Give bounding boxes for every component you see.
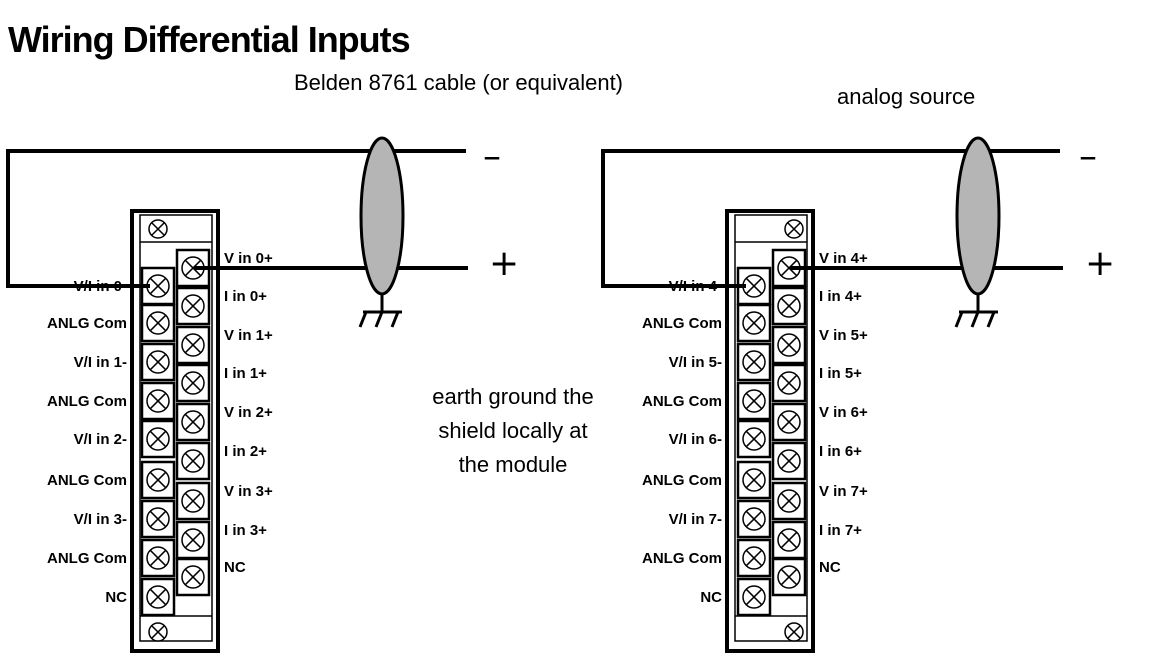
terminal-label: ANLG Com	[642, 393, 722, 410]
terminal-label: V/I in 5-	[669, 354, 722, 371]
terminal-screw	[736, 419, 772, 459]
cable-shield-left	[359, 136, 405, 296]
terminal-screw	[175, 402, 211, 442]
terminal-screw	[140, 342, 176, 382]
terminal-label: NC	[105, 589, 127, 606]
terminal-screw	[140, 460, 176, 500]
cable-shield-right	[955, 136, 1001, 296]
terminal-screw	[175, 441, 211, 481]
terminal-screw	[140, 381, 176, 421]
ground-note-line-2: shield locally at	[438, 418, 588, 443]
terminal-label: V/I in 2-	[74, 431, 127, 448]
terminal-label: V in 7+	[819, 483, 868, 500]
minus-sign: –	[1079, 136, 1097, 177]
cable-label: Belden 8761 cable (or equivalent)	[294, 70, 624, 95]
terminal-label: I in 0+	[224, 288, 267, 305]
terminal-label: ANLG Com	[642, 472, 722, 489]
terminal-label: V/I in 7-	[669, 511, 722, 528]
terminal-label: I in 2+	[224, 443, 267, 460]
terminal-label: NC	[819, 559, 841, 576]
terminal-screw	[140, 499, 176, 539]
terminal-label: NC	[224, 559, 246, 576]
terminal-screw	[736, 342, 772, 382]
terminal-screw	[771, 441, 807, 481]
terminal-label: ANLG Com	[47, 393, 127, 410]
terminal-label: V in 2+	[224, 404, 273, 421]
ground-note-line-3: the module	[458, 452, 568, 477]
terminal-screw	[771, 286, 807, 326]
terminal-label: ANLG Com	[47, 550, 127, 567]
minus-sign: –	[483, 136, 501, 177]
terminal-screw	[771, 363, 807, 403]
terminal-label: I in 5+	[819, 365, 862, 382]
terminal-screw	[175, 481, 211, 521]
terminal-label: I in 4+	[819, 288, 862, 305]
terminal-screw	[140, 538, 176, 578]
terminal-screw	[736, 577, 772, 617]
terminal-label: V in 6+	[819, 404, 868, 421]
terminal-screw	[736, 538, 772, 578]
terminal-screw	[175, 286, 211, 326]
terminal-screw	[140, 303, 176, 343]
plus-sign: +	[1085, 243, 1115, 284]
cable-wires-right	[601, 149, 1063, 288]
terminal-screw	[175, 325, 211, 365]
terminal-screw	[771, 481, 807, 521]
terminal-label: V/I in 0-	[74, 278, 127, 295]
terminal-label: V/I in 1-	[74, 354, 127, 371]
terminal-label: V/I in 4-	[669, 278, 722, 295]
ground-note-line-1: earth ground the	[432, 384, 594, 409]
terminal-screw-top	[784, 219, 804, 239]
terminal-block-left	[130, 209, 220, 653]
terminal-screw	[771, 557, 807, 597]
terminal-screw	[175, 363, 211, 403]
terminal-screw-bottom	[148, 622, 168, 642]
terminal-label: V in 4+	[819, 250, 868, 267]
terminal-label: I in 1+	[224, 365, 267, 382]
terminal-screw-top	[148, 219, 168, 239]
page-title: Wiring Differential Inputs	[8, 19, 411, 60]
terminal-label: V in 3+	[224, 483, 273, 500]
terminal-screw	[175, 557, 211, 597]
terminal-label: I in 7+	[819, 522, 862, 539]
plus-sign: +	[489, 243, 519, 284]
analog-source-label: analog source	[837, 84, 976, 109]
terminal-label: I in 3+	[224, 522, 267, 539]
terminal-screw	[140, 419, 176, 459]
terminal-label: NC	[700, 589, 722, 606]
terminal-screw	[771, 520, 807, 560]
earth-ground-icon	[954, 294, 998, 328]
terminal-screw	[736, 381, 772, 421]
terminal-label: V in 1+	[224, 327, 273, 344]
terminal-screw	[736, 303, 772, 343]
terminal-screw	[140, 577, 176, 617]
terminal-label: V/I in 3-	[74, 511, 127, 528]
terminal-label: I in 6+	[819, 443, 862, 460]
terminal-screw-bottom	[784, 622, 804, 642]
terminal-screw	[736, 460, 772, 500]
terminal-screw	[771, 325, 807, 365]
terminal-screw	[175, 520, 211, 560]
terminal-label: ANLG Com	[642, 550, 722, 567]
cable-wires-left	[6, 149, 468, 288]
ground-note: earth ground the shield locally at the m…	[408, 380, 618, 482]
terminal-screw	[771, 402, 807, 442]
earth-ground-icon	[358, 294, 402, 328]
terminal-label: ANLG Com	[47, 315, 127, 332]
terminal-screw	[736, 499, 772, 539]
terminal-label: ANLG Com	[642, 315, 722, 332]
terminal-label: ANLG Com	[47, 472, 127, 489]
terminal-block-right	[725, 209, 815, 653]
terminal-label: V/I in 6-	[669, 431, 722, 448]
terminal-label: V in 0+	[224, 250, 273, 267]
terminal-label: V in 5+	[819, 327, 868, 344]
